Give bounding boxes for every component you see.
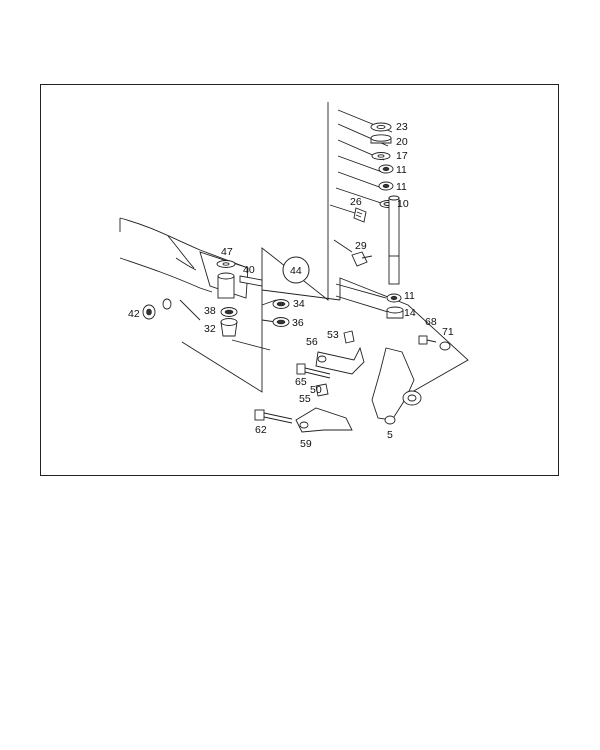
callout-42: 42 — [128, 308, 140, 320]
callout-labels: 23 20 17 11 11 10 26 29 11 14 47 40 44 3… — [128, 121, 454, 450]
callout-40: 40 — [243, 264, 255, 276]
callout-59: 59 — [300, 438, 312, 450]
subframe-mount — [142, 235, 263, 337]
callout-17: 17 — [396, 150, 408, 162]
callout-14: 14 — [404, 307, 416, 319]
callout-56: 56 — [306, 336, 318, 348]
callout-29: 29 — [355, 240, 367, 252]
grease-fittings — [351, 207, 373, 267]
callout-53: 53 — [327, 329, 339, 341]
callout-11: 11 — [396, 181, 407, 193]
leader-lines — [119, 102, 469, 393]
callout-44: 44 — [290, 265, 302, 277]
callout-11: 11 — [404, 290, 415, 302]
callout-71: 71 — [442, 326, 454, 338]
callout-55: 55 — [299, 393, 311, 405]
steering-knuckle — [254, 330, 451, 433]
callout-20: 20 — [396, 136, 408, 148]
callout-47: 47 — [221, 246, 233, 258]
bearing-stack — [370, 122, 404, 319]
callout-10: 10 — [397, 198, 409, 210]
rubber-washers — [272, 299, 290, 327]
callout-23: 23 — [396, 121, 408, 133]
callout-50: 50 — [310, 384, 322, 396]
callout-34: 34 — [293, 298, 305, 310]
callout-11: 11 — [396, 164, 407, 176]
diagram-frame — [40, 84, 559, 476]
callout-5: 5 — [387, 429, 393, 441]
callout-circle-44 — [282, 256, 310, 284]
callout-68: 68 — [425, 316, 437, 328]
callout-32: 32 — [204, 323, 216, 335]
callout-26: 26 — [350, 196, 362, 208]
callout-36: 36 — [292, 317, 304, 329]
callout-65: 65 — [295, 376, 307, 388]
callout-62: 62 — [255, 424, 267, 436]
callout-38: 38 — [204, 305, 216, 317]
